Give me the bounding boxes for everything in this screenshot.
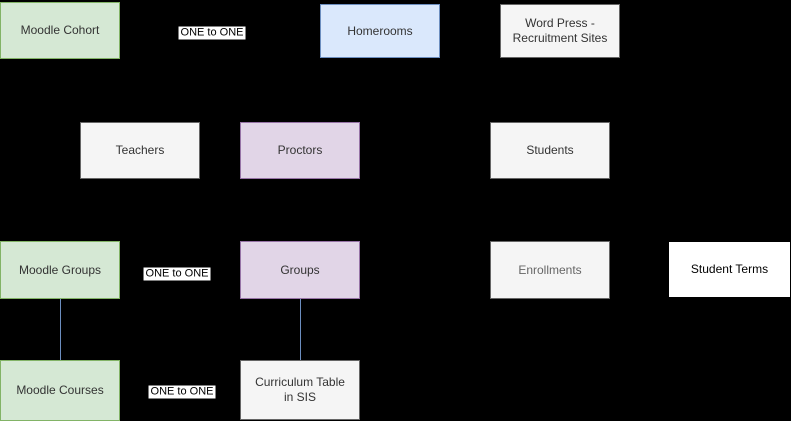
node-label: Proctors [277,143,323,157]
edge-label-one-to-one-2: ONE to ONE [143,267,211,281]
node-label: Groups [280,262,320,277]
node-label: Curriculum Table in SIS [255,375,345,404]
node-label: Enrollments [518,262,582,277]
node-label: Moodle Groups [18,262,102,277]
edge-label-one-to-one-1: ONE to ONE [178,26,246,40]
node-label: Students [526,143,574,157]
node-label: Moodle Courses [16,383,104,397]
node-teachers: Teachers [80,122,200,179]
node-enrollments: Enrollments [490,241,610,299]
node-moodle-cohort: Moodle Cohort [0,2,120,59]
node-student-terms: Student Terms [668,241,791,298]
node-moodle-groups: Moodle Groups [0,241,120,299]
node-label: Student Terms [690,262,769,276]
node-proctors: Proctors [240,122,360,179]
connector-moodle-groups-to-moodle-courses [60,299,61,360]
node-students: Students [490,122,610,179]
connector-groups-to-curriculum-table [300,299,301,360]
node-wordpress-recruitment-sites: Word Press - Recruitment Sites [500,4,620,58]
node-moodle-courses: Moodle Courses [0,360,120,421]
node-label: Homerooms [347,23,413,38]
node-label: Teachers [115,143,165,157]
edge-label-one-to-one-3: ONE to ONE [148,385,216,399]
node-groups: Groups [240,241,360,299]
node-curriculum-table-in-sis: Curriculum Table in SIS [240,360,360,420]
node-homerooms: Homerooms [320,4,440,58]
node-label: Word Press - Recruitment Sites [512,16,608,45]
node-label: Moodle Cohort [20,23,100,37]
